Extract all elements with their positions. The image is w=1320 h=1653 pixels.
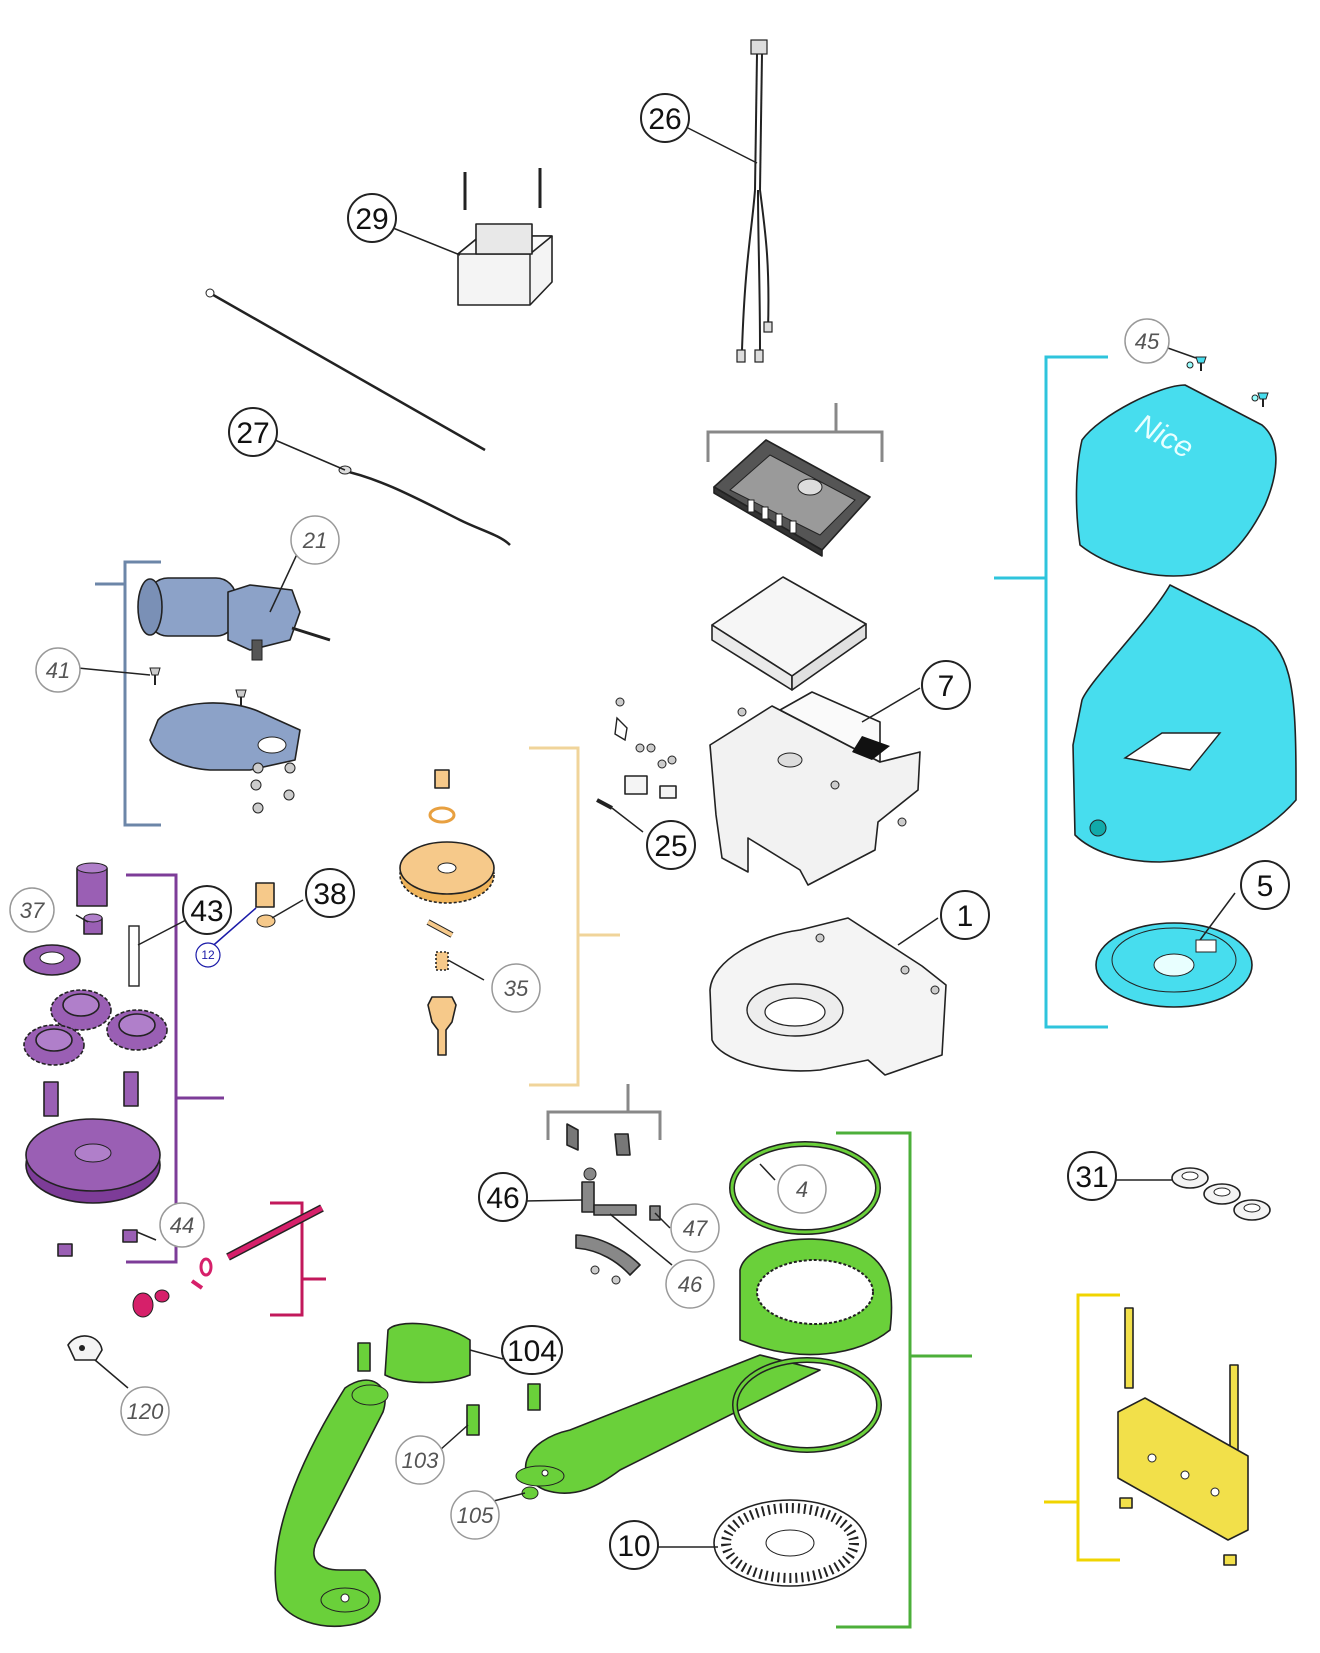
control-board (713, 439, 871, 557)
callout-46-upper: 46 (478, 1172, 528, 1222)
callout-1: 1 (940, 890, 990, 940)
svg-text:10: 10 (617, 1530, 650, 1563)
group-brackets (95, 355, 1120, 1629)
harness-connector-top (750, 39, 768, 55)
cover-disc (1095, 922, 1253, 1008)
callout-46-lower: 46 (665, 1259, 715, 1309)
svg-text:105: 105 (457, 1503, 494, 1528)
callout-31: 31 (1067, 1151, 1117, 1201)
callout-44: 44 (159, 1202, 205, 1248)
svg-text:45: 45 (1135, 329, 1160, 354)
svg-text:44: 44 (170, 1213, 194, 1238)
svg-text:41: 41 (46, 658, 70, 683)
gear-group (23, 862, 276, 1257)
mount-bracket (1117, 1307, 1249, 1566)
callout-27: 27 (228, 407, 278, 457)
release-lever-group (132, 1204, 324, 1318)
svg-text:5: 5 (1257, 870, 1274, 903)
bracket-mount-group (1076, 1293, 1120, 1562)
bracket-gear-group (126, 873, 178, 1264)
callout-7: 7 (921, 660, 971, 710)
svg-text:46: 46 (678, 1272, 703, 1297)
harness-connector-c (763, 321, 773, 333)
svg-text:1: 1 (957, 900, 974, 933)
svg-text:31: 31 (1075, 1161, 1108, 1194)
limit-switch (596, 697, 677, 810)
callout-29: 29 (347, 193, 397, 243)
svg-text:35: 35 (504, 976, 529, 1001)
callout-35: 35 (491, 963, 541, 1013)
svg-text:27: 27 (236, 417, 269, 450)
brass-gear-group (399, 769, 495, 1056)
motor-assembly (137, 577, 331, 661)
callout-12: 12 (195, 942, 221, 968)
gasket-ring-lower (732, 1357, 882, 1453)
callout-41: 41 (35, 647, 81, 693)
release-key (67, 1335, 103, 1361)
base-housing (709, 917, 947, 1076)
bracket-motor-group (123, 560, 161, 827)
callout-37: 37 (9, 887, 55, 933)
svg-text:4: 4 (796, 1177, 808, 1202)
svg-text:12: 12 (201, 948, 215, 962)
bracket-brush-group (546, 1110, 662, 1140)
callout-21: 21 (290, 515, 340, 565)
callout-25: 25 (646, 820, 696, 870)
antenna-cable (338, 465, 511, 546)
svg-text:104: 104 (507, 1335, 557, 1368)
callout-4: 4 (777, 1164, 827, 1214)
callout-47: 47 (670, 1203, 720, 1253)
svg-text:37: 37 (20, 898, 45, 923)
harness-connector-b (754, 349, 764, 363)
svg-text:120: 120 (127, 1399, 164, 1424)
board-tray (711, 576, 867, 691)
top-cover: Nice (1075, 361, 1277, 577)
encoder-disc (713, 1499, 867, 1587)
inner-housing (709, 691, 921, 886)
gasket-ring-4 (729, 1141, 881, 1235)
cover-screws (1195, 356, 1269, 407)
svg-text:29: 29 (355, 203, 388, 236)
arm-pins (357, 1342, 541, 1500)
main-cover (1072, 584, 1297, 863)
bracket-board-group (706, 430, 884, 462)
callout-26: 26 (640, 93, 690, 143)
svg-text:103: 103 (402, 1448, 439, 1473)
arm-bracket-104 (384, 1322, 471, 1384)
callout-38: 38 (305, 868, 355, 918)
callout-10: 10 (609, 1520, 659, 1570)
callouts: 26 29 27 21 41 45 7 25 1 5 37 43 38 12 3… (9, 93, 1290, 1570)
secondary-arm (274, 1379, 389, 1628)
main-arm (515, 1238, 893, 1494)
motor-screw (149, 667, 247, 706)
bracket-brass-group (529, 746, 580, 1087)
motor-plate (149, 702, 301, 814)
svg-text:47: 47 (683, 1216, 708, 1241)
callout-104: 104 (501, 1325, 563, 1375)
callout-103: 103 (395, 1435, 445, 1485)
svg-text:38: 38 (313, 878, 346, 911)
svg-text:25: 25 (654, 830, 687, 863)
svg-text:7: 7 (938, 670, 955, 703)
callout-120: 120 (120, 1386, 170, 1436)
svg-text:21: 21 (302, 528, 327, 553)
bracket-cover-group (1044, 355, 1108, 1029)
washers (1171, 1167, 1271, 1221)
callout-43: 43 (182, 885, 232, 935)
transformer (457, 168, 553, 306)
leader-lines (75, 127, 1236, 1548)
brush-parts (566, 1123, 661, 1285)
svg-text:43: 43 (190, 895, 223, 928)
bracket-lever-group (270, 1201, 304, 1317)
callout-105: 105 (450, 1490, 500, 1540)
wiring-harness (736, 39, 773, 363)
callout-45: 45 (1124, 318, 1170, 364)
harness-connector-a (736, 349, 746, 363)
svg-text:26: 26 (648, 103, 681, 136)
antenna-rod (205, 288, 486, 452)
svg-text:46: 46 (486, 1182, 519, 1215)
callout-5: 5 (1240, 860, 1290, 910)
bracket-arm-group (836, 1131, 912, 1629)
